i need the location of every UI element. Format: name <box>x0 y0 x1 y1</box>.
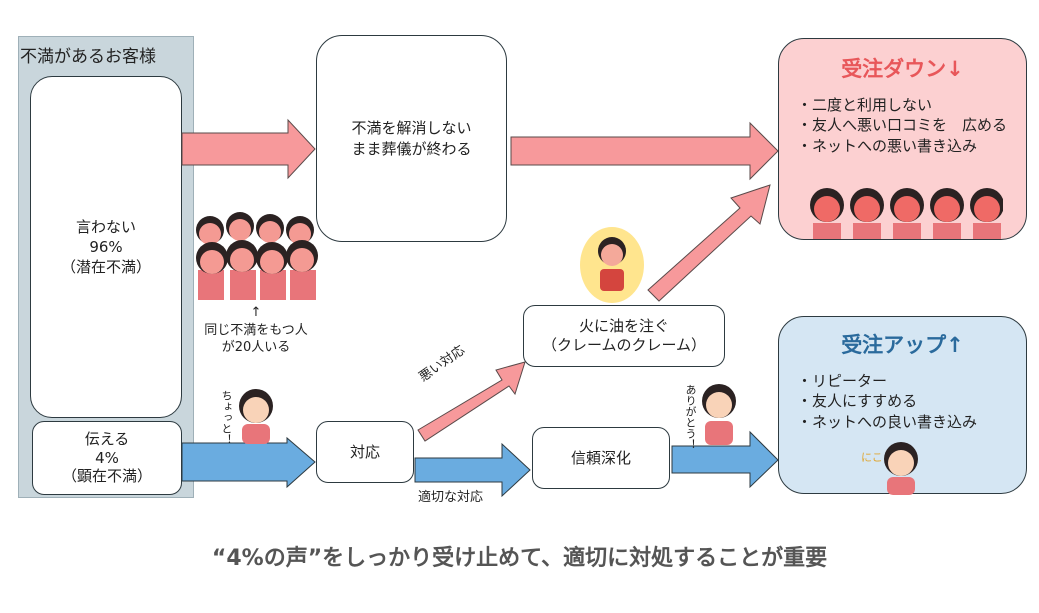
order-up-list: ・リピーター ・友人にすすめる ・ネットへの良い書き込み <box>797 371 977 432</box>
order-down-item: ・友人へ悪い口コミを 広める <box>797 116 1008 135</box>
trust-deepening-box: 信頼深化 <box>532 427 670 489</box>
unresolved-line2: まま葬儀が終わる <box>351 139 472 158</box>
thanks-speech: ありがとう！ <box>684 384 697 450</box>
thankful-customer-illustration <box>702 384 736 445</box>
arrow-silent-to-unresolved <box>181 118 316 180</box>
response-label: 対応 <box>349 442 380 461</box>
svg-text:にこ: にこ <box>861 451 883 464</box>
crowd-note-line1: 同じ不満をもつ人 <box>204 322 308 338</box>
order-down-panel: 受注ダウン↓ ・二度と利用しない ・友人へ悪い口コミを 広める ・ネットへの悪い… <box>778 38 1027 240</box>
unresolved-line1: 不満を解消しない <box>351 119 472 138</box>
arrow-trust-to-order-up <box>671 430 779 489</box>
voice-percent: 4% <box>95 448 119 467</box>
key-message: “4%の声”をしっかり受け止めて、適切に対処することが重要 <box>211 546 828 571</box>
order-down-item: ・二度と利用しない <box>797 96 933 114</box>
voice-label: 伝える <box>84 429 130 448</box>
complaining-customer-illustration <box>239 389 273 444</box>
angry-customers-row-illustration <box>810 188 1003 239</box>
fire-line2: （クレームのクレーム） <box>541 336 707 354</box>
order-up-item: ・リピーター <box>797 372 888 390</box>
crowd-note: ↑ 同じ不満をもつ人 が20人いる <box>196 304 316 357</box>
order-up-item: ・ネットへの良い書き込み <box>797 412 978 431</box>
arrow-unresolved-to-order-down <box>510 121 779 181</box>
arrow-response-to-fire <box>417 361 526 442</box>
response-box: 対応 <box>316 421 414 483</box>
crowd-note-arrow: ↑ <box>250 305 262 320</box>
trust-label: 信頼深化 <box>570 448 631 467</box>
crowd-note-line2: が20人いる <box>221 340 291 356</box>
order-down-list: ・二度と利用しない ・友人へ悪い口コミを 広める ・ネットへの悪い書き込み <box>797 95 1007 156</box>
voice-type: （顕在不満） <box>61 467 152 486</box>
fire-line1: 火に油を注ぐ <box>578 316 669 335</box>
silent-type: （潜在不満） <box>60 258 151 277</box>
angry-crowd-illustration <box>196 212 318 300</box>
order-up-item: ・友人にすすめる <box>797 392 918 411</box>
group-title: 不満があるお客様 <box>20 47 156 67</box>
complain-speech: ちょっと！ <box>220 390 233 445</box>
order-down-title: 受注ダウン↓ <box>841 57 964 81</box>
arrow-response-to-trust <box>414 442 531 498</box>
silent-customers-box: 言わない 96% （潜在不満） <box>30 76 182 418</box>
silent-label: 言わない <box>75 217 136 236</box>
smiling-customer-illustration: にこ <box>861 442 918 495</box>
unresolved-box: 不満を解消しない まま葬儀が終わる <box>316 35 507 242</box>
arrow-voice-to-response <box>181 436 316 489</box>
order-down-item: ・ネットへの悪い書き込み <box>797 136 978 155</box>
fuel-to-fire-box: 火に油を注ぐ （クレームのクレーム） <box>523 305 725 367</box>
silent-percent: 96% <box>89 237 123 256</box>
order-up-title: 受注アップ↑ <box>841 333 964 357</box>
good-response-label: 適切な対応 <box>418 490 484 505</box>
voicing-customers-box: 伝える 4% （顕在不満） <box>32 421 182 495</box>
arrow-fire-to-order-down <box>647 184 771 302</box>
furious-customer-illustration <box>580 227 644 303</box>
order-up-panel: 受注アップ↑ ・リピーター ・友人にすすめる ・ネットへの良い書き込み にこ <box>778 316 1027 495</box>
